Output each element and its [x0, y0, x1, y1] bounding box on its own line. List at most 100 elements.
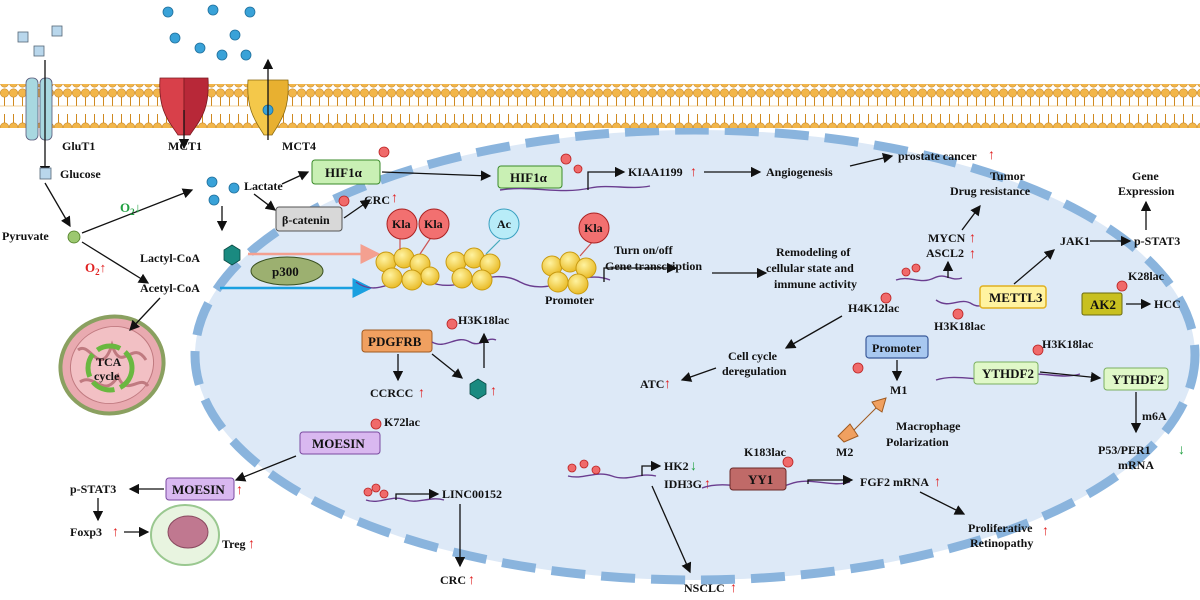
remodel-line2: cellular state and — [766, 261, 854, 275]
ythdf2-a-label: YTHDF2 — [982, 366, 1034, 381]
acetyl-mark — [488, 208, 520, 240]
nsclc-up-arrow: ↑ — [730, 581, 737, 596]
glucose-label: Glucose — [60, 167, 101, 181]
kiaa1199-up-arrow: ↑ — [690, 165, 697, 180]
macrophage-line2: Polarization — [886, 435, 949, 449]
h4k12lac-label: H4K12lac — [848, 301, 900, 315]
lactyl-coa-hexagon-icon — [223, 244, 241, 266]
tca-label-line2: cycle — [94, 369, 120, 383]
m6a-label: m6A — [1142, 409, 1167, 423]
kla-label-2: Kla — [424, 217, 443, 231]
prolif-line2: Retinopathy — [970, 536, 1033, 550]
h3k18lac-a-label: H3K18lac — [934, 319, 986, 333]
turn-on-line2: Gene transcription — [605, 259, 702, 273]
lactylation-mark-icon — [573, 164, 583, 174]
k72lac-label: K72lac — [384, 415, 421, 429]
remodel-line1: Remodeling of — [776, 245, 851, 259]
k28lac-label: K28lac — [1128, 269, 1165, 283]
hcc-label: HCC — [1154, 297, 1181, 311]
lactylation-mark-icon — [378, 146, 390, 158]
promoter-box — [865, 335, 929, 359]
kla-label-3: Kla — [584, 221, 603, 235]
prolif-line1: Proliferative — [968, 521, 1033, 535]
ascl2-label: ASCL2 — [926, 246, 964, 260]
angiogenesis-label: Angiogenesis — [766, 165, 833, 179]
crc-label: CRC — [364, 193, 390, 207]
jak1-label: JAK1 — [1060, 234, 1090, 248]
k183lac-label: K183lac — [744, 445, 787, 459]
ac-label: Ac — [497, 217, 512, 231]
treg-cell-icon — [150, 504, 220, 566]
glucose-cube-icon — [39, 167, 52, 180]
idh3g-label: IDH3G — [664, 477, 702, 491]
fgf2-up-arrow: ↑ — [934, 475, 941, 490]
lactylation-mark-icon — [370, 418, 382, 430]
histone-cluster-3 — [541, 251, 597, 295]
lactylation-mark-icon — [901, 267, 911, 277]
prostate-cancer-label: prostate cancer — [898, 149, 977, 163]
hk2-label: HK2 — [664, 459, 689, 473]
ythdf2-a-box — [973, 361, 1039, 385]
beta-catenin-label: β-catenin — [282, 213, 330, 227]
moesin-b-box — [165, 477, 235, 501]
kla-mark-2 — [418, 208, 450, 240]
hif1a-inner-box — [497, 165, 563, 189]
mettl3-box — [979, 285, 1047, 309]
foxp3-label: Foxp3 — [70, 525, 102, 539]
p53-line2: mRNA — [1118, 458, 1154, 472]
crc-b-label: CRC — [440, 573, 466, 587]
idh3g-up-arrow: ↑ — [704, 477, 711, 492]
moesin-up-arrow: ↑ — [236, 483, 243, 498]
kla-mark-1 — [386, 208, 418, 240]
histone-cluster-1 — [375, 247, 440, 291]
mct4-label: MCT4 — [282, 139, 316, 153]
pdgfrb-box — [361, 329, 433, 353]
lactylation-mark-icon — [952, 308, 964, 320]
ascl2-up-arrow: ↑ — [969, 247, 976, 262]
p300-enzyme — [250, 256, 324, 286]
ak2-box — [1081, 292, 1123, 316]
kla-label-1: Kla — [392, 217, 411, 231]
kla-mark-3 — [578, 212, 610, 244]
turn-on-line1: Turn on/off — [614, 243, 674, 257]
m1-label: M1 — [890, 383, 907, 397]
lactylation-mark-icon — [1116, 280, 1128, 292]
mct4-transporter — [247, 58, 289, 140]
crc-up-arrow: ↑ — [391, 191, 398, 206]
dna-strand — [567, 473, 657, 479]
lactylation-mark-icon — [446, 318, 458, 330]
lactylation-mark-icon — [371, 483, 381, 493]
ythdf2-b-box — [1103, 367, 1169, 391]
hif1a-outer-box — [311, 159, 381, 185]
dna-strand — [895, 275, 963, 282]
gene-expression-line2: Expression — [1118, 184, 1175, 198]
glucose-cubes-outside — [17, 25, 63, 57]
treg-up-arrow: ↑ — [248, 537, 255, 552]
ccrcc-up-arrow: ↑ — [418, 386, 425, 401]
nucleus — [190, 125, 1200, 585]
nsclc-label: NSCLC — [684, 581, 725, 595]
polarization-double-arrow — [837, 397, 887, 443]
yy1-label: YY1 — [748, 472, 773, 487]
p53-line1: P53/PER1 — [1098, 443, 1151, 457]
lactylation-mark-icon — [1032, 344, 1044, 356]
lactate-molecule-icon — [228, 182, 240, 194]
lactylation-mark-icon — [560, 153, 572, 165]
o2-low-label: O2↓ — [120, 200, 141, 217]
lactate-hexagon-icon — [469, 378, 487, 400]
histone-cluster-2 — [445, 247, 501, 291]
ak2-label: AK2 — [1090, 297, 1116, 312]
lactate-molecule-icon — [206, 176, 218, 188]
promoter-box-label: Promoter — [872, 341, 922, 355]
lactylation-mark-icon — [782, 456, 794, 468]
lactylation-mark-icon — [379, 489, 389, 499]
ythdf2-b-label: YTHDF2 — [1112, 372, 1164, 387]
mct1-transporter — [159, 77, 209, 150]
lactate-label: Lactate — [244, 179, 283, 193]
lactylation-mark-icon — [591, 465, 601, 475]
foxp3-up-arrow: ↑ — [112, 525, 119, 540]
p300-label: p300 — [272, 264, 299, 279]
pdgfrb-label: PDGFRB — [368, 334, 422, 349]
remodel-line3: immune activity — [774, 277, 857, 291]
mitochondrion — [58, 314, 166, 416]
